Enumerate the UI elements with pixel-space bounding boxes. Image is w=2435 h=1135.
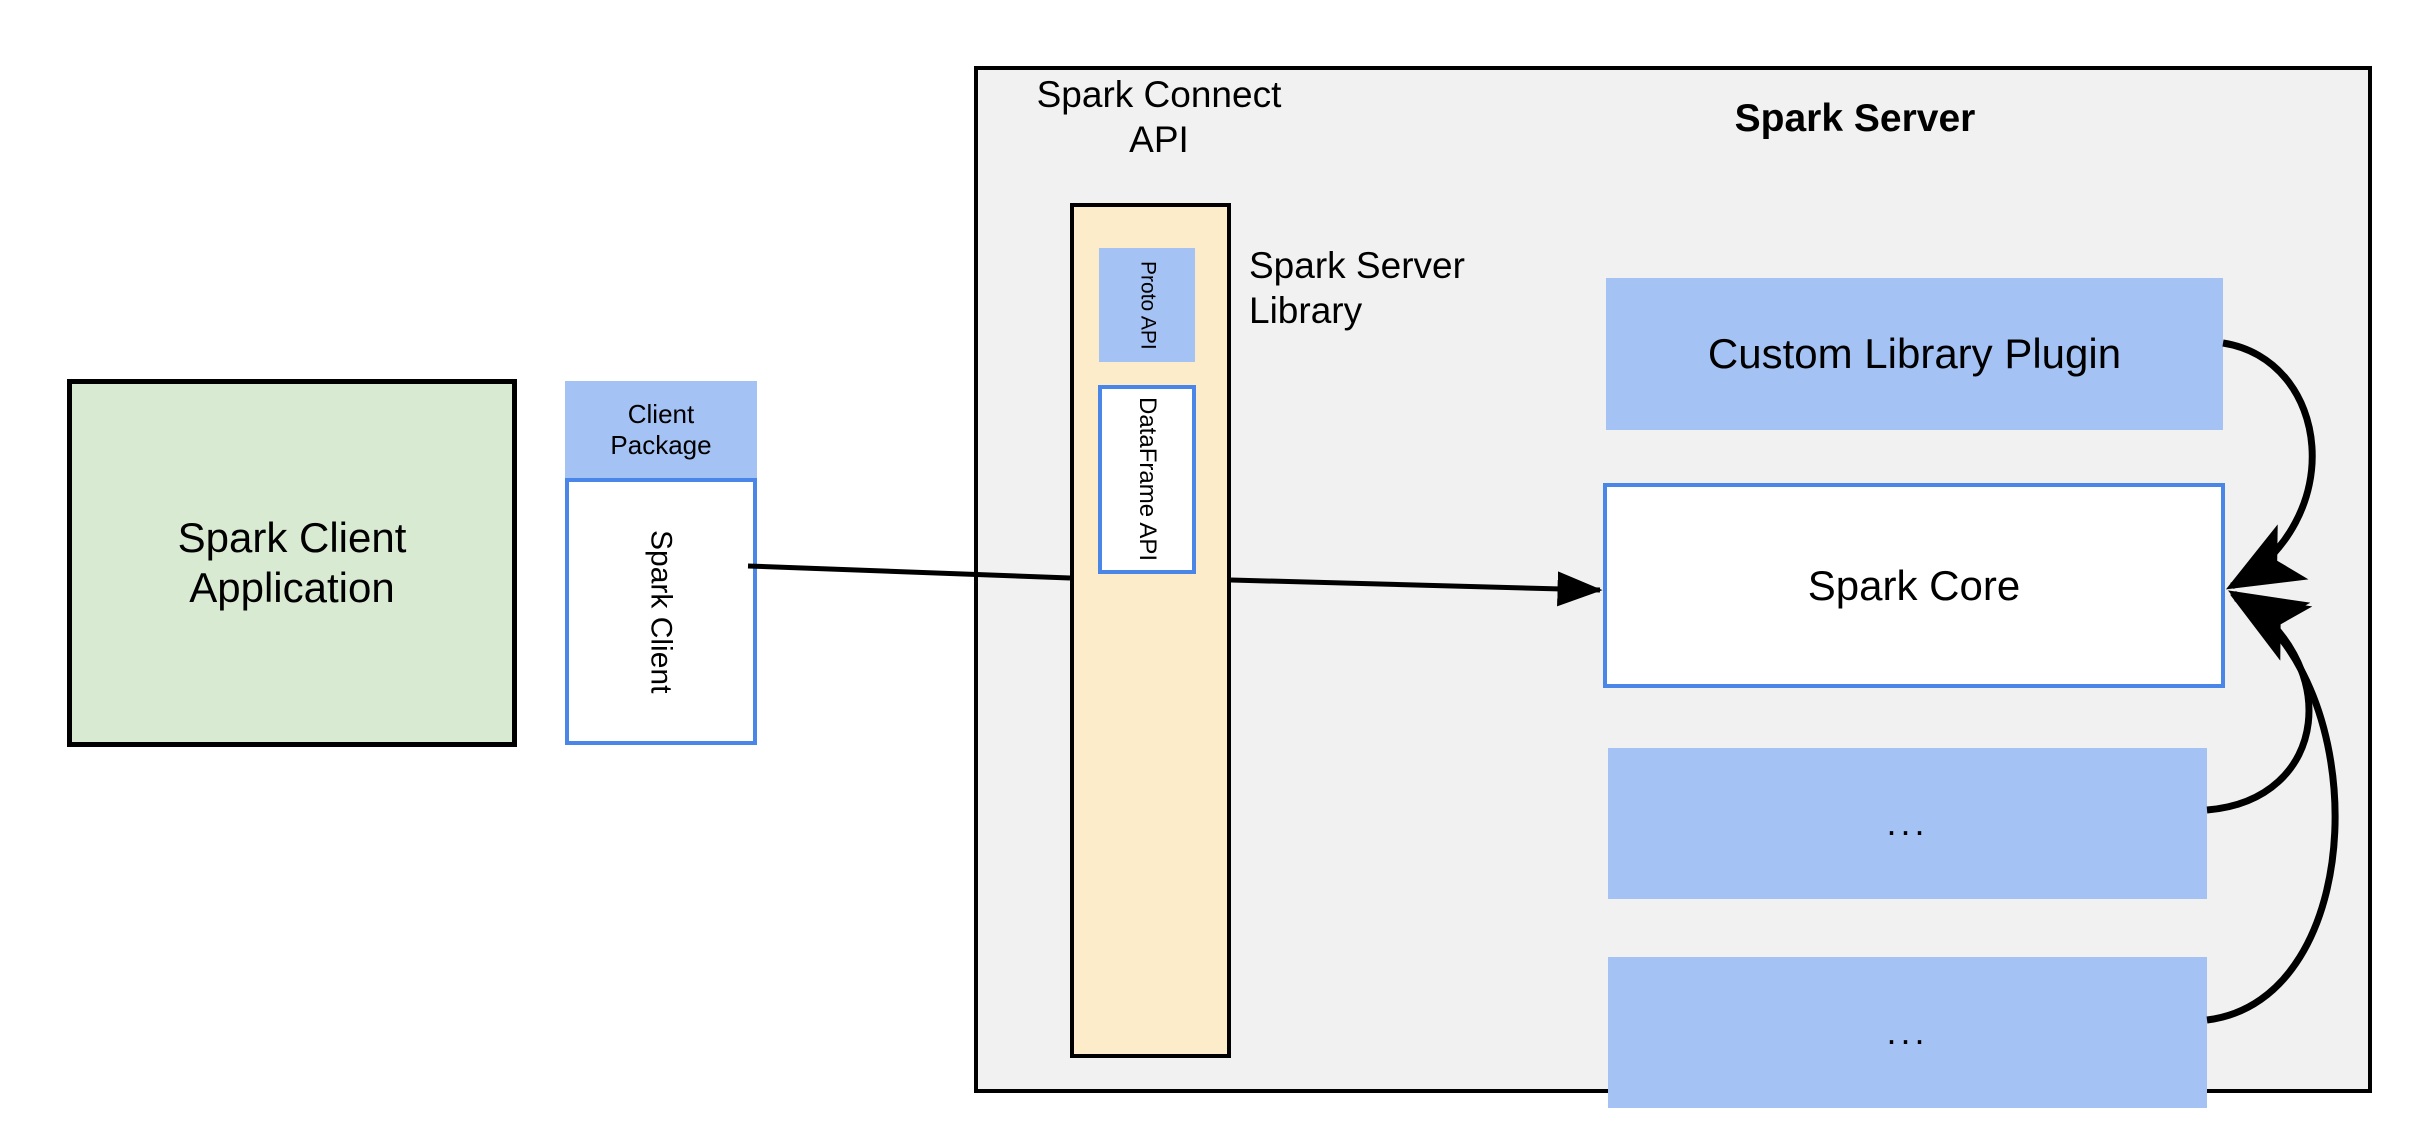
dataframe-api-text: DataFrame API — [1134, 397, 1162, 562]
spark-server-title: Spark Server — [1734, 97, 1976, 140]
client-package-box[interactable]: Client Package — [565, 381, 757, 478]
proto-api-text: Proto API — [1136, 260, 1160, 350]
proto-api-box[interactable]: Proto API — [1099, 248, 1195, 362]
dataframe-api-box[interactable]: DataFrame API — [1098, 385, 1196, 574]
spark-core-box[interactable]: Spark Core — [1603, 483, 2225, 688]
ellipsis-row-2-text: ... — [1886, 1011, 1929, 1053]
spark-core-text: Spark Core — [1807, 561, 2021, 609]
spark-server-library-label: Spark Server Library — [1249, 245, 1465, 332]
custom-library-plugin-text: Custom Library Plugin — [1707, 330, 2122, 378]
ellipsis-row-2-box[interactable]: ... — [1608, 957, 2207, 1108]
spark-client-application-text: Spark Client Application — [177, 514, 407, 611]
spark-client-box[interactable]: Spark Client — [565, 478, 757, 745]
spark-connect-api-label: Spark Connect API — [1036, 74, 1282, 161]
custom-library-plugin-box[interactable]: Custom Library Plugin — [1606, 278, 2223, 430]
client-package-text: Client Package — [610, 398, 712, 460]
ellipsis-row-1-box[interactable]: ... — [1608, 748, 2207, 899]
spark-client-application-box[interactable]: Spark Client Application — [67, 379, 517, 747]
spark-client-text: Spark Client — [644, 529, 678, 694]
ellipsis-row-1-text: ... — [1886, 802, 1929, 844]
